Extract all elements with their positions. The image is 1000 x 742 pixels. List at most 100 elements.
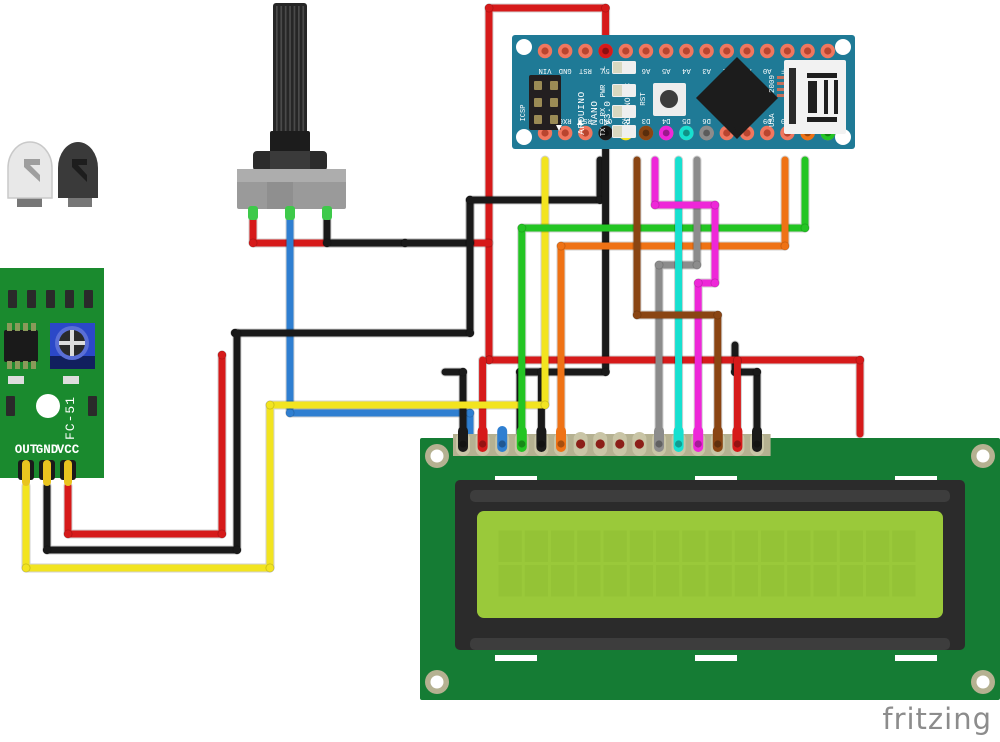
ir-board-label: FC-51: [63, 396, 78, 440]
wire-lcd-d6-d4: [650, 155, 720, 435]
arduino-pin[interactable]: RST: [578, 116, 593, 141]
arduino-pin[interactable]: D9: [760, 116, 775, 141]
arduino-pin[interactable]: GND: [598, 116, 613, 141]
lcd-pin[interactable]: [671, 426, 686, 456]
lcd-pin[interactable]: [475, 426, 490, 456]
usb-connector[interactable]: [777, 60, 846, 134]
arduino-pin-label: GND: [559, 66, 572, 74]
lcd-pin[interactable]: [652, 426, 666, 456]
arduino-pin[interactable]: A0: [760, 43, 775, 74]
lcd-pin[interactable]: [534, 426, 549, 456]
arduino-pin-label: D6: [702, 116, 711, 124]
lcd-display[interactable]: [420, 426, 1000, 700]
lcd-pin[interactable]: [554, 426, 568, 456]
ir-pin-label: OUT: [15, 443, 38, 457]
arduino-led-label: L: [600, 66, 608, 70]
lcd-pin[interactable]: [632, 432, 647, 456]
smd-resistor: [46, 290, 55, 308]
arduino-pin-connected[interactable]: [598, 125, 613, 141]
board-mount-hole: [835, 39, 851, 55]
arduino-pin-label: A5: [662, 66, 671, 74]
arduino-pin-label: A4: [682, 66, 691, 74]
arduino-pin[interactable]: 5V: [598, 43, 613, 74]
lcd-pin[interactable]: [514, 426, 529, 456]
lcd-pin[interactable]: [593, 432, 608, 456]
arduino-pin[interactable]: A3: [699, 43, 714, 74]
arduino-led-l: L: [600, 61, 636, 74]
usb-silk-label: USA: [769, 113, 777, 127]
arduino-pin[interactable]: VIN: [537, 43, 553, 74]
arduino-led-label: RX: [600, 107, 608, 116]
arduino-pin[interactable]: D3: [638, 116, 654, 141]
wire-lcd-d7-d3: [632, 155, 723, 435]
ir-leds: [7, 141, 98, 207]
ir-pin[interactable]: [18, 460, 34, 486]
reset-button[interactable]: [653, 83, 686, 116]
lcd-pin[interactable]: [710, 426, 725, 456]
lcd-silk-mark: [895, 476, 937, 482]
smd-resistor: [27, 290, 36, 308]
lcd-pin[interactable]: [691, 426, 706, 456]
arduino-pin[interactable]: GND: [558, 43, 573, 74]
arduino-pin[interactable]: A6: [638, 43, 654, 74]
lcd-pin[interactable]: [730, 426, 745, 456]
arduino-silk-text: NANO: [589, 101, 600, 126]
arduino-pin-label: VIN: [539, 66, 552, 74]
arduino-led-rx: RX: [600, 105, 636, 118]
lcd-pin-header[interactable]: [453, 426, 771, 456]
arduino-pin-label: A3: [702, 66, 711, 74]
smd-resistor: [84, 290, 93, 308]
arduino-pin-connected[interactable]: [638, 125, 654, 141]
arduino-pin-connected[interactable]: [659, 125, 674, 141]
wire-ir-vcc: [63, 350, 227, 539]
ir-pin-label: GND: [36, 443, 59, 457]
lcd-pin[interactable]: [612, 432, 627, 456]
wire-lcd-vss: [440, 367, 468, 435]
ir-comparator-ic: [4, 323, 38, 369]
pot-leg[interactable]: [322, 206, 332, 220]
arduino-pin-connected[interactable]: [598, 43, 613, 59]
arduino-pin[interactable]: D6: [699, 116, 714, 141]
lcd-silk-mark: [895, 655, 937, 661]
arduino-top-pin-row: VINGNDRST5VA7A6A5A4A3A2A1A0REF3V3D13: [537, 43, 835, 74]
icsp-label: ICSP: [520, 105, 528, 122]
ir-pin[interactable]: [39, 460, 55, 486]
arduino-pin[interactable]: A4: [679, 43, 694, 74]
lcd-pin[interactable]: [750, 426, 764, 456]
fritzing-watermark: fritzing: [882, 702, 992, 736]
lcd-pin[interactable]: [573, 432, 588, 456]
arduino-pin-connected[interactable]: [699, 125, 714, 141]
pot-leg[interactable]: [285, 206, 295, 220]
arduino-pin-connected[interactable]: [679, 125, 694, 141]
wire-lcd-rs-d12: [517, 155, 810, 435]
arduino-led-tx: TX: [600, 125, 636, 138]
arduino-pin[interactable]: RX0: [558, 116, 573, 141]
wire-gnd-bus-a: [400, 195, 475, 248]
wire-pot-gnd: [322, 208, 410, 248]
lcd-pin[interactable]: [456, 426, 470, 456]
ir-pin[interactable]: [60, 460, 76, 486]
lcd-silk-mark: [495, 476, 537, 482]
arduino-pin-label: D3: [642, 116, 651, 124]
reset-label: RST: [640, 92, 648, 106]
lcd-mount-hole: [425, 444, 449, 468]
arduino-silk-text: ARDUINO: [576, 91, 587, 134]
lcd-mount-hole: [971, 670, 995, 694]
arduino-pin[interactable]: RST: [578, 43, 593, 74]
ir-trimpot[interactable]: [50, 323, 95, 369]
pot-leg[interactable]: [248, 206, 258, 220]
potentiometer[interactable]: [237, 3, 346, 220]
arduino-pin[interactable]: D5: [679, 116, 694, 141]
arduino-pin[interactable]: A5: [659, 43, 674, 74]
lcd-silk-mark: [495, 655, 537, 661]
lcd-pin[interactable]: [495, 426, 510, 456]
arduino-nano[interactable]: VINGNDRST5VA7A6A5A4A3A2A1A0REF3V3D13TX1R…: [512, 35, 855, 149]
board-mount-hole: [516, 129, 532, 145]
icsp-header[interactable]: [529, 75, 561, 130]
lcd-screen: [477, 511, 943, 618]
arduino-pin[interactable]: D4: [659, 116, 674, 141]
arduino-pin-label: D5: [682, 116, 691, 124]
